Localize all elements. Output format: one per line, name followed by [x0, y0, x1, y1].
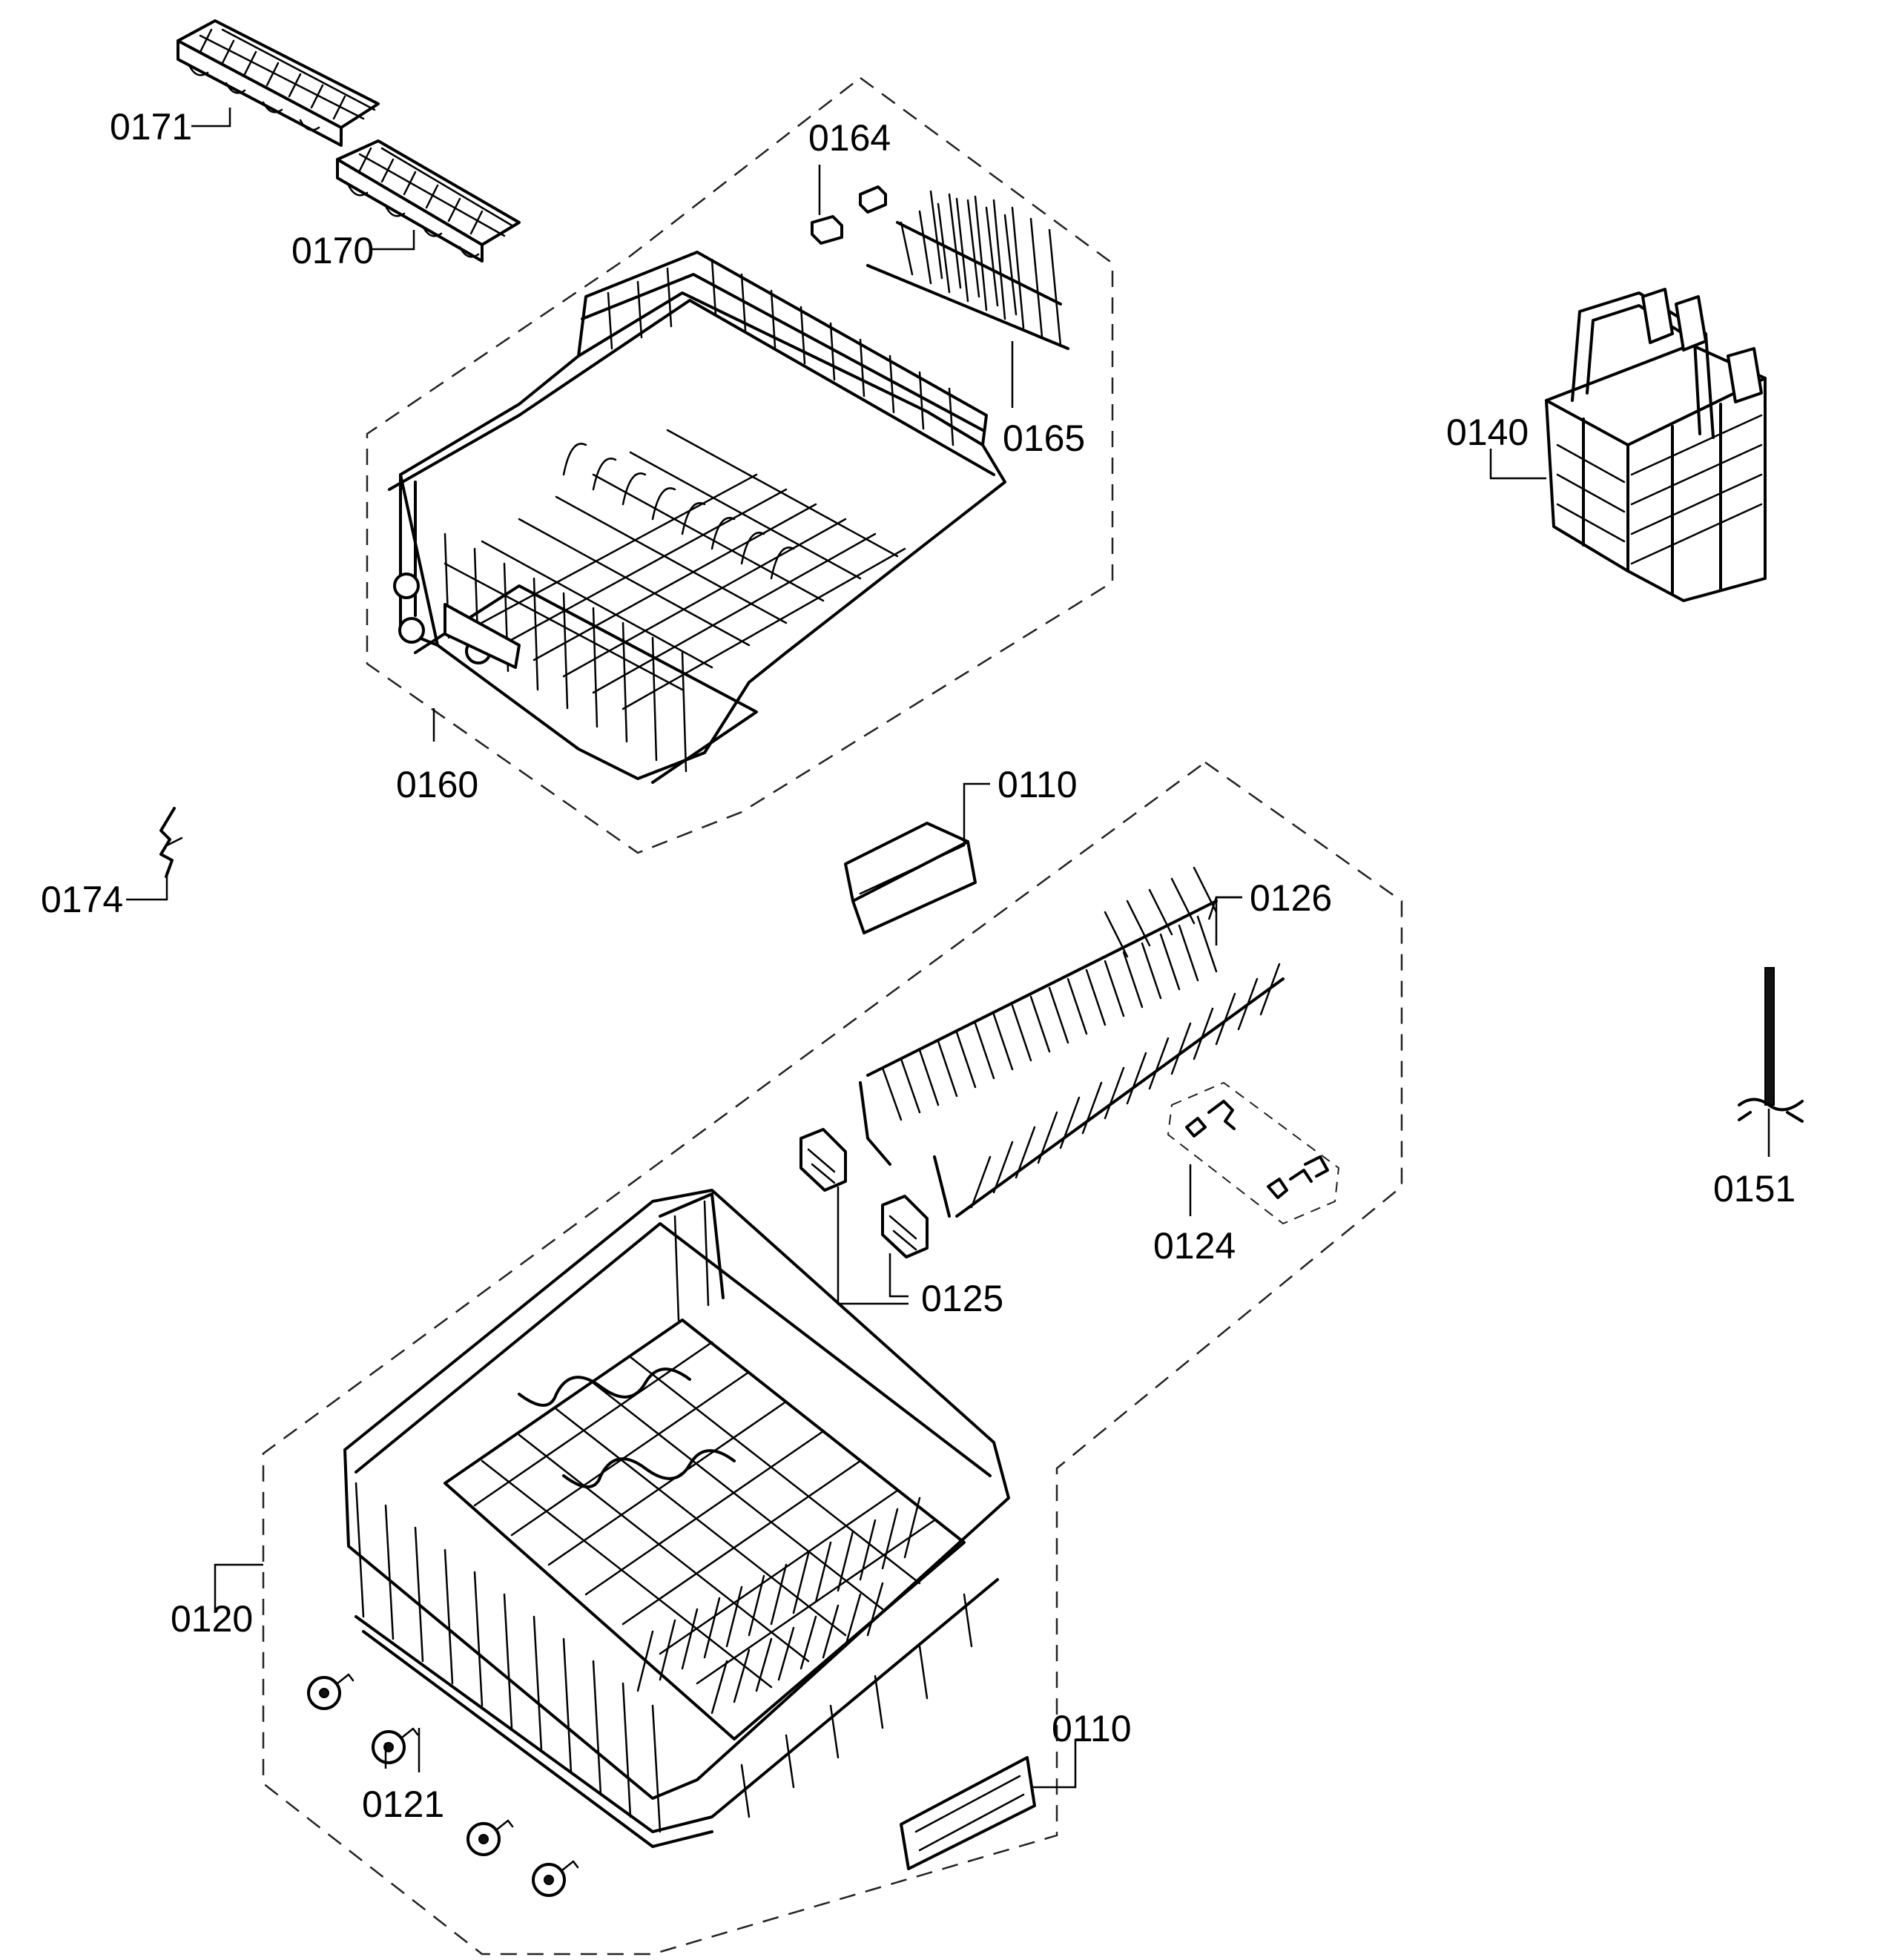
- handle-part-0110-lower: [900, 1756, 1036, 1870]
- clip-part-0164: [811, 185, 887, 245]
- spray-shaft-part-0151: [1738, 967, 1804, 1123]
- label-0171: 0171: [110, 106, 192, 148]
- label-0165: 0165: [1003, 418, 1085, 459]
- lower-rack-group-outline: [262, 761, 1403, 1956]
- upper-rack-basket-part-0160: [388, 251, 1006, 784]
- label-0120: 0120: [171, 1598, 253, 1640]
- label-0170: 0170: [291, 230, 374, 271]
- rack-wheel-icon: [398, 617, 425, 644]
- leader-lines: [126, 108, 1770, 1789]
- label-0164: 0164: [808, 117, 891, 159]
- clip-part-0125: [799, 1128, 929, 1258]
- lower-rack-basket-part-0120: [343, 1189, 1010, 1848]
- tine-row-part-0170: [336, 139, 521, 263]
- label-0121: 0121: [362, 1784, 444, 1825]
- label-0125: 0125: [921, 1278, 1003, 1319]
- tine-row-part-0165: [866, 190, 1069, 350]
- label-0124: 0124: [1153, 1225, 1236, 1267]
- tine-row-part-0171: [177, 19, 380, 147]
- label-0174: 0174: [41, 879, 123, 920]
- wheels-part-0121: [307, 1673, 579, 1897]
- clip-part-0174: [159, 807, 183, 878]
- cutlery-basket-part-0140: [1545, 288, 1767, 602]
- label-0151: 0151: [1713, 1168, 1796, 1210]
- rack-handle-icon: [444, 603, 521, 669]
- clip-set-part-0124: [1167, 1081, 1340, 1225]
- upper-rack-group-outline: [366, 76, 1114, 854]
- label-0110-upper: 0110: [998, 764, 1078, 805]
- rack-wheel-icon: [393, 573, 420, 599]
- label-0140: 0140: [1446, 412, 1529, 453]
- handle-part-0110-upper: [844, 822, 977, 934]
- label-0126: 0126: [1250, 877, 1332, 919]
- tine-rows-part-0126: [859, 866, 1285, 1218]
- part-labels: 0171 0170 0164 0165 0160 0140 0174 0110 …: [41, 106, 1796, 1825]
- label-0160: 0160: [396, 764, 478, 805]
- label-0110-lower: 0110: [1052, 1708, 1132, 1749]
